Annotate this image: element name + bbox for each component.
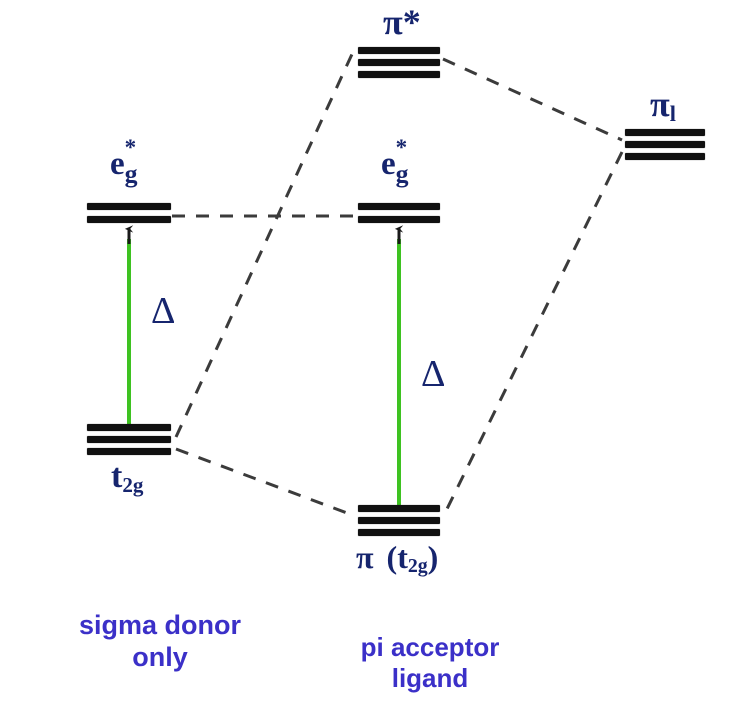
label-pi-l: πl <box>650 84 676 125</box>
dashed-pi-l-to-pi-t2g <box>443 151 624 514</box>
level-bar <box>358 203 440 210</box>
level-bar <box>625 129 705 136</box>
level-bar <box>358 59 440 66</box>
caption-sigma-donor: sigma donor only <box>78 610 241 672</box>
caption-pi-acceptor: pi acceptor ligand <box>360 632 500 693</box>
level-pi-l <box>625 129 705 160</box>
level-t2g-left <box>87 424 171 455</box>
dashed-t2g-to-pi-star <box>174 51 355 438</box>
level-bar <box>358 216 440 223</box>
label-t2g-sub: 2g <box>122 472 144 497</box>
label-pi-t2g-sub: 2g <box>407 555 428 578</box>
label-eg-center-superscript: * <box>395 133 408 160</box>
label-pi-t2g-paren-close: ) <box>427 539 439 575</box>
level-bar <box>87 436 171 443</box>
label-t2g-left: t2g <box>111 458 144 497</box>
label-delta-left: Δ <box>151 290 176 332</box>
label-eg-center-affixes: *g <box>396 135 416 186</box>
level-bar <box>358 47 440 54</box>
label-t2g-base: t <box>111 458 123 495</box>
label-eg-star-left: e*g <box>110 135 145 186</box>
dashed-pi-star-to-pi-l <box>442 57 623 142</box>
level-bar <box>87 448 171 455</box>
label-eg-left-superscript: * <box>124 133 137 160</box>
dashed-t2g-to-pi-t2g <box>175 447 356 518</box>
level-pi-t2g-center <box>358 505 440 536</box>
level-bar <box>87 203 171 210</box>
level-bar <box>358 505 440 512</box>
label-pi-t2g-paren-open: (t <box>386 539 408 575</box>
label-eg-star-center: e*g <box>381 135 416 186</box>
label-delta-center: Δ <box>421 353 446 395</box>
level-bar <box>87 216 171 223</box>
label-pi-t2g-pi: π <box>356 539 374 575</box>
level-bar <box>358 71 440 78</box>
level-bar <box>625 153 705 160</box>
level-eg-star-left <box>87 203 171 223</box>
label-eg-center-base: e <box>381 146 396 182</box>
label-pi-star: π* <box>383 2 421 42</box>
level-eg-star-center <box>358 203 440 223</box>
label-eg-left-subscript: g <box>124 158 138 188</box>
level-pi-star <box>358 47 440 78</box>
label-eg-left-base: e <box>110 146 125 182</box>
level-bar <box>87 424 171 431</box>
label-pi-l-sub: l <box>669 100 676 126</box>
label-pi-t2g: π (t2g) <box>356 539 439 576</box>
label-eg-left-affixes: *g <box>125 135 145 186</box>
level-bar <box>358 529 440 536</box>
level-bar <box>358 517 440 524</box>
level-bar <box>625 141 705 148</box>
label-eg-center-subscript: g <box>395 158 409 188</box>
label-pi-l-base: π <box>650 84 670 124</box>
